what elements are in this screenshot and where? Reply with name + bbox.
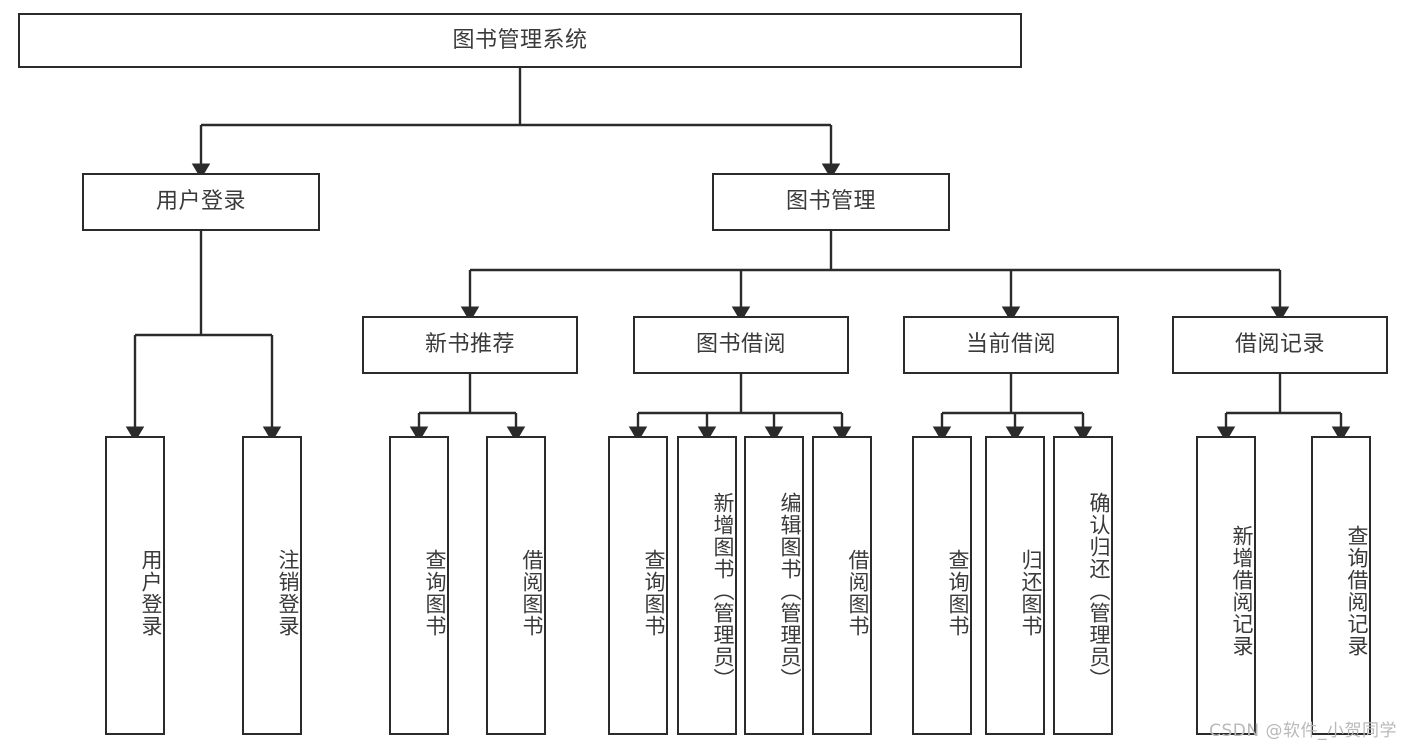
node-records[interactable]: 借阅记录	[1172, 316, 1388, 374]
node-label: 用户登录	[139, 548, 163, 637]
node-root[interactable]: 图书管理系统	[18, 13, 1022, 68]
node-label: 查询图书	[642, 548, 666, 637]
node-label: 新书推荐	[424, 332, 515, 358]
node-label: 新增图书（管理员）	[711, 491, 735, 690]
node-leaf-7[interactable]: 编辑图书（管理员）	[744, 436, 804, 735]
node-label: 图书管理系统	[452, 27, 588, 53]
node-leaf-5[interactable]: 查询图书	[608, 436, 668, 735]
node-label: 借阅记录	[1234, 332, 1325, 358]
node-leaf-10[interactable]: 归还图书	[985, 436, 1045, 735]
node-borrow[interactable]: 图书借阅	[633, 316, 849, 374]
node-label: 确认归还（管理员）	[1087, 491, 1111, 690]
node-leaf-12[interactable]: 新增借阅记录	[1196, 436, 1256, 735]
node-leaf-3[interactable]: 查询图书	[389, 436, 449, 735]
node-label: 注销登录	[276, 548, 300, 637]
node-leaf-11[interactable]: 确认归还（管理员）	[1053, 436, 1113, 735]
node-leaf-13[interactable]: 查询借阅记录	[1311, 436, 1371, 735]
node-label: 编辑图书（管理员）	[778, 491, 802, 690]
watermark-text: CSDN @软件_小贺同学	[1209, 721, 1397, 741]
node-label: 查询借阅记录	[1345, 524, 1369, 657]
node-label: 归还图书	[1019, 548, 1043, 637]
node-label: 查询图书	[423, 548, 447, 637]
node-newbook[interactable]: 新书推荐	[362, 316, 578, 374]
node-label: 借阅图书	[520, 548, 544, 637]
node-label: 当前借阅	[965, 332, 1056, 358]
node-label: 查询图书	[946, 548, 970, 637]
node-label: 借阅图书	[846, 548, 870, 637]
node-leaf-2[interactable]: 注销登录	[242, 436, 302, 735]
node-label: 用户登录	[155, 189, 246, 215]
node-leaf-6[interactable]: 新增图书（管理员）	[677, 436, 737, 735]
node-label: 新增借阅记录	[1230, 524, 1254, 657]
node-label: 图书借阅	[695, 332, 786, 358]
node-current[interactable]: 当前借阅	[903, 316, 1119, 374]
node-leaf-4[interactable]: 借阅图书	[486, 436, 546, 735]
node-bookmgmt[interactable]: 图书管理	[712, 173, 950, 231]
node-leaf-1[interactable]: 用户登录	[105, 436, 165, 735]
node-leaf-8[interactable]: 借阅图书	[812, 436, 872, 735]
node-login[interactable]: 用户登录	[82, 173, 320, 231]
node-label: 图书管理	[785, 189, 876, 215]
node-leaf-9[interactable]: 查询图书	[912, 436, 972, 735]
